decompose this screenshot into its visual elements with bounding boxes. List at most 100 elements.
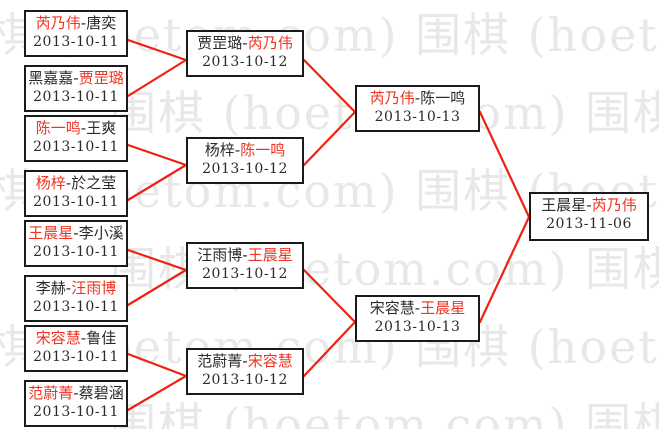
match-players: 杨梓-陈一鸣 [188, 141, 302, 160]
watermark-text: 围棋 (hoetom.com) 围棋 (hoetom.com) [110, 398, 659, 429]
connector-r1m8 [126, 374, 188, 412]
match-date: 2013-10-12 [202, 160, 288, 177]
match-box-r1-8[interactable]: 范蔚菁-蔡碧涵 2013-10-11 [24, 380, 128, 427]
match-date: 2013-10-11 [33, 33, 119, 50]
match-date: 2013-10-11 [33, 298, 119, 315]
player-separator: - [234, 141, 241, 159]
match-date: 2013-10-11 [33, 243, 119, 260]
player-name-2: 汪雨博 [71, 279, 117, 297]
match-box-semifinal-2[interactable]: 宋容慧-王晨星 2013-10-13 [355, 295, 480, 342]
match-box-r2-3[interactable]: 汪雨博-王晨星 2013-10-12 [186, 242, 304, 289]
player-separator: - [80, 329, 87, 347]
player-name-2: 王晨星 [420, 299, 466, 317]
match-box-r1-1[interactable]: 芮乃伟-唐奕 2013-10-11 [24, 10, 128, 57]
match-date: 2013-10-12 [202, 371, 288, 388]
player-name-1: 李赫 [35, 279, 66, 297]
match-date: 2013-10-12 [202, 53, 288, 70]
match-players: 贾罡璐-芮乃伟 [188, 34, 302, 53]
match-date: 2013-11-06 [546, 215, 632, 232]
player-separator: - [80, 119, 87, 137]
match-box-semifinal-1[interactable]: 芮乃伟-陈一鸣 2013-10-13 [355, 85, 480, 132]
match-players: 杨梓-於之莹 [26, 174, 126, 193]
player-name-2: 陈一鸣 [420, 89, 466, 107]
match-date: 2013-10-11 [33, 193, 119, 210]
player-name-2: 芮乃伟 [591, 196, 637, 214]
connector-r1m6 [126, 268, 188, 307]
player-name-1: 黑嘉嘉 [28, 69, 74, 87]
player-separator: - [414, 89, 421, 107]
player-separator: - [73, 224, 79, 242]
match-box-r1-5[interactable]: 王晨星-李小溪 2013-10-11 [24, 220, 128, 267]
match-players: 宋容慧-鲁佳 [26, 329, 126, 348]
match-players: 宋容慧-王晨星 [357, 299, 478, 318]
connector-r2m3 [302, 268, 357, 324]
player-name-1: 王晨星 [541, 196, 587, 214]
match-date: 2013-10-13 [374, 318, 461, 335]
player-separator: - [80, 14, 87, 32]
player-name-1: 宋容慧 [369, 299, 415, 317]
connector-r1m7 [126, 352, 188, 378]
connector-r3m1 [478, 110, 531, 219]
player-separator: - [242, 246, 248, 264]
match-box-r1-6[interactable]: 李赫-汪雨博 2013-10-11 [24, 275, 128, 322]
connector-r1m1 [126, 38, 188, 62]
connector-r3m2 [478, 215, 531, 324]
player-name-2: 贾罡璐 [78, 69, 124, 87]
player-name-1: 芮乃伟 [35, 14, 81, 32]
match-players: 李赫-汪雨博 [26, 279, 126, 298]
player-separator: - [73, 69, 79, 87]
player-name-1: 汪雨博 [197, 246, 243, 264]
player-name-2: 芮乃伟 [247, 34, 293, 52]
player-name-1: 芮乃伟 [369, 89, 415, 107]
player-name-2: 鲁佳 [86, 329, 117, 347]
player-separator: - [586, 196, 592, 214]
connector-r1m5 [126, 248, 188, 272]
player-name-1: 贾罡璐 [197, 34, 243, 52]
player-separator: - [242, 34, 248, 52]
player-separator: - [65, 174, 72, 192]
match-date: 2013-10-12 [202, 265, 288, 282]
player-name-1: 杨梓 [35, 174, 66, 192]
player-separator: - [414, 299, 421, 317]
player-name-2: 蔡碧涵 [78, 384, 124, 402]
match-players: 陈一鸣-王爽 [26, 119, 126, 138]
match-box-r1-4[interactable]: 杨梓-於之莹 2013-10-11 [24, 170, 128, 217]
match-box-r2-2[interactable]: 杨梓-陈一鸣 2013-10-12 [186, 137, 304, 184]
match-date: 2013-10-11 [33, 88, 119, 105]
connector-r2m2 [302, 110, 357, 167]
match-players: 黑嘉嘉-贾罡璐 [26, 69, 126, 88]
match-date: 2013-10-11 [33, 348, 119, 365]
match-box-final[interactable]: 王晨星-芮乃伟 2013-11-06 [529, 192, 649, 241]
player-separator: - [242, 352, 248, 370]
match-box-r1-2[interactable]: 黑嘉嘉-贾罡璐 2013-10-11 [24, 65, 128, 112]
match-players: 汪雨博-王晨星 [188, 246, 302, 265]
player-name-2: 陈一鸣 [240, 141, 286, 159]
player-name-2: 唐奕 [86, 14, 117, 32]
match-players: 范蔚菁-宋容慧 [188, 352, 302, 371]
connector-r1m3 [126, 143, 188, 167]
match-players: 范蔚菁-蔡碧涵 [26, 384, 126, 403]
match-players: 芮乃伟-陈一鸣 [357, 89, 478, 108]
match-box-r1-3[interactable]: 陈一鸣-王爽 2013-10-11 [24, 115, 128, 162]
match-players: 王晨星-李小溪 [26, 224, 126, 243]
player-name-2: 李小溪 [78, 224, 124, 242]
player-separator: - [73, 384, 79, 402]
player-name-1: 陈一鸣 [35, 119, 81, 137]
match-box-r1-7[interactable]: 宋容慧-鲁佳 2013-10-11 [24, 325, 128, 372]
match-date: 2013-10-13 [374, 108, 461, 125]
connector-r1m4 [126, 163, 188, 202]
player-name-2: 宋容慧 [247, 352, 293, 370]
player-name-1: 王晨星 [28, 224, 74, 242]
player-name-1: 宋容慧 [35, 329, 81, 347]
player-name-2: 王晨星 [247, 246, 293, 264]
match-players: 王晨星-芮乃伟 [531, 196, 647, 215]
match-box-r2-1[interactable]: 贾罡璐-芮乃伟 2013-10-12 [186, 30, 304, 77]
match-date: 2013-10-11 [33, 403, 119, 420]
connector-r2m4 [302, 320, 357, 378]
player-name-1: 范蔚菁 [28, 384, 74, 402]
match-date: 2013-10-11 [33, 138, 119, 155]
match-box-r2-4[interactable]: 范蔚菁-宋容慧 2013-10-12 [186, 348, 304, 395]
player-name-2: 於之莹 [71, 174, 117, 192]
player-name-2: 王爽 [86, 119, 117, 137]
